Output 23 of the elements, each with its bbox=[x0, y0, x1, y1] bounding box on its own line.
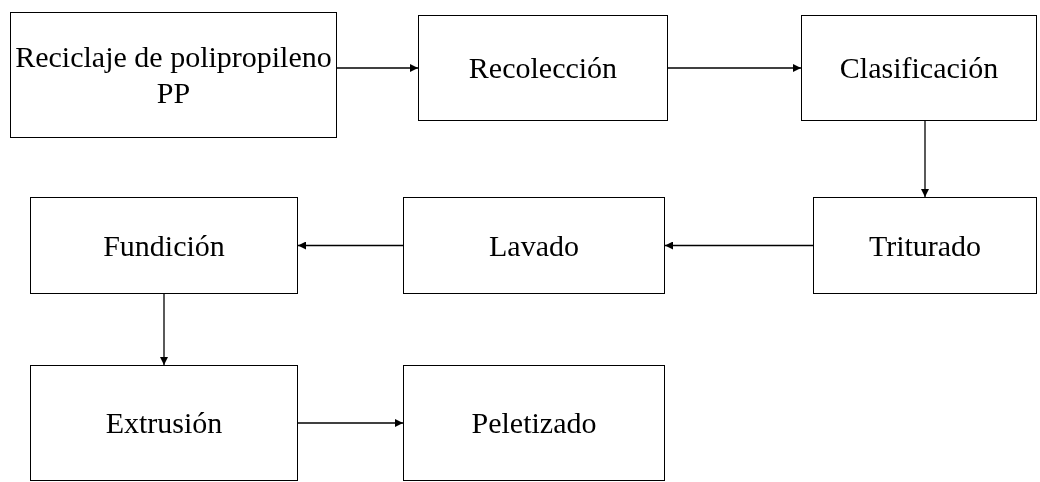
step-label: Extrusión bbox=[105, 405, 223, 441]
process-box bbox=[30, 365, 298, 481]
process-box bbox=[813, 197, 1037, 294]
arrow bbox=[664, 241, 814, 250]
process-box bbox=[801, 15, 1037, 121]
step-label: Triturado bbox=[868, 227, 982, 264]
step-label: Clasificación bbox=[839, 50, 999, 86]
process-box bbox=[30, 197, 298, 294]
step-label: Peletizado bbox=[471, 405, 597, 441]
arrow bbox=[297, 419, 404, 427]
process-box bbox=[403, 197, 665, 294]
arrow bbox=[297, 241, 404, 250]
process-box bbox=[403, 365, 665, 481]
process-box bbox=[10, 12, 337, 138]
step-label: Lavado bbox=[489, 227, 579, 264]
process-box bbox=[418, 15, 668, 121]
step-label: Recolección bbox=[468, 50, 618, 86]
arrow bbox=[160, 293, 168, 366]
step-label: Fundición bbox=[103, 227, 225, 264]
arrow bbox=[667, 64, 802, 72]
arrow bbox=[336, 64, 419, 72]
arrow bbox=[921, 120, 929, 198]
step-label: Reciclaje de polipropileno PP bbox=[14, 39, 333, 111]
